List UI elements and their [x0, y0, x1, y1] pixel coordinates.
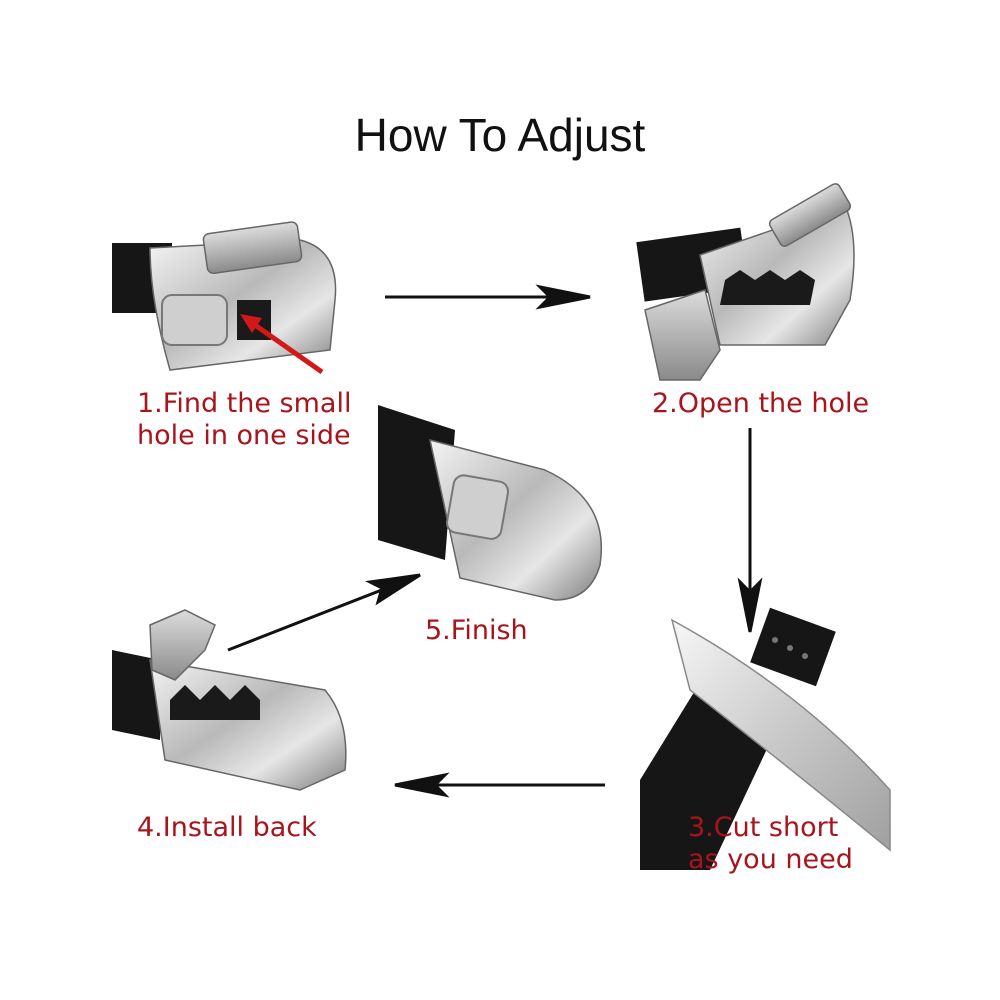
arrow-left-icon	[394, 772, 605, 798]
arrow-right-icon	[385, 284, 591, 310]
buckle-open-reinstall-icon	[112, 609, 347, 791]
arrow-down-icon	[737, 428, 763, 633]
knife-cutting-strap-icon	[640, 607, 891, 870]
diagram-title: How To Adjust	[354, 109, 646, 161]
step-5-caption: 5.Finish	[425, 615, 528, 646]
buckle-closed-with-pointer-icon	[112, 221, 337, 375]
arrow-up-right-icon	[227, 573, 421, 652]
step-3-caption: 3.Cut short as you need	[688, 812, 853, 875]
step-2-caption: 2.Open the hole	[652, 388, 870, 419]
buckle-open-icon	[636, 183, 855, 381]
buckle-finished-icon	[378, 405, 602, 601]
step-4-caption: 4.Install back	[137, 812, 317, 843]
step-1-caption: 1.Find the small hole in one side	[137, 388, 352, 451]
